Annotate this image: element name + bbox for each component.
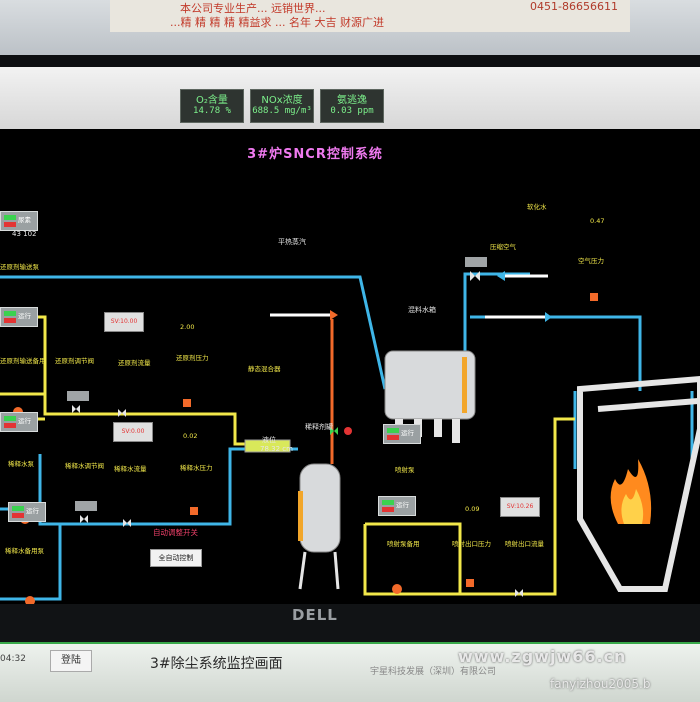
label-sprayer-pump: 喷射泵 [395, 466, 415, 474]
monitor-screen: O₂含量 14.78 % NOx浓度 688.5 mg/m³ 氨逃逸 0.03 … [0, 67, 700, 604]
label-level-val: 78.32 cm [260, 445, 293, 453]
label-dilution-pressure: 稀释水压力 [180, 464, 213, 472]
pump-box-spray[interactable]: 运行 [383, 424, 421, 444]
poster-line-1: 本公司专业生产... 远销世界... [180, 2, 326, 15]
pump-box-concentrate-text: 运行 [18, 312, 31, 320]
auto-switch-label: 自动调整开关 [153, 528, 198, 537]
run-indicator-icon [387, 428, 399, 433]
pump-box-spray-standby-text: 运行 [396, 501, 409, 509]
pump-box-spray-text: 运行 [401, 429, 414, 437]
label-spray-pressure-val: 0.09 [465, 505, 480, 513]
sv-dilution-valve[interactable]: SV:0.00 [113, 422, 153, 442]
pump-box-dilution[interactable]: 运行 [0, 412, 38, 432]
pump-box-dilution-text: 运行 [18, 417, 31, 425]
label-pump-top-val: 43 102 [12, 230, 37, 238]
label-static-mixer: 静态混合器 [248, 365, 281, 373]
auto-control-button[interactable]: 全自动控制 [150, 549, 202, 567]
air-arrow-icon [545, 312, 552, 322]
label-mixing-tank: 混料水箱 [408, 306, 436, 314]
label-spray-pressure: 喷射出口压力 [452, 540, 491, 548]
static-mixer [244, 439, 291, 453]
readout-ammonia-value: 0.03 ppm [330, 106, 374, 116]
watermark-url: www.zgwjw66.cn [458, 647, 627, 666]
pipe-arrows-white [270, 274, 548, 319]
readout-o2-label: O₂含量 [196, 95, 228, 106]
hmi-top-bar: O₂含量 14.78 % NOx浓度 688.5 mg/m³ 氨逃逸 0.03 … [0, 67, 700, 129]
label-dilution-standby: 稀释水备用泵 [5, 547, 44, 555]
sv-spray-valve[interactable]: SV:10.26 [500, 497, 540, 517]
label-concentrate-pressure: 还原剂压力 [176, 354, 209, 362]
run-indicator-icon [4, 215, 16, 220]
run-indicator-icon [12, 506, 24, 511]
label-air-pressure: 空气压力 [578, 257, 604, 265]
readout-o2: O₂含量 14.78 % [180, 89, 244, 123]
label-dilution-flow: 稀释水流量 [114, 465, 147, 473]
pump-box-concentrate[interactable]: 运行 [0, 307, 38, 327]
label-air-pressure-val: 0.47 [590, 217, 605, 225]
pump-box-dilution-standby[interactable]: 运行 [8, 502, 46, 522]
label-diluent-tank: 稀释剂罐 [305, 423, 333, 431]
readout-nox-value: 688.5 mg/m³ [252, 106, 312, 116]
steam-arrow-icon [330, 310, 338, 320]
label-dilution-pressure-val: 0.02 [183, 432, 198, 440]
readout-nox: NOx浓度 688.5 mg/m³ [250, 89, 314, 123]
label-superheated-steam: 平热蒸汽 [278, 238, 306, 246]
window-title: 3#除尘系统监控画面 [150, 656, 283, 672]
pump-box-urea-text: 尿素 [18, 216, 31, 224]
stop-indicator-icon [387, 435, 399, 440]
label-spray-standby: 喷射泵备用 [387, 540, 420, 548]
valve-icons [5, 257, 598, 604]
run-indicator-icon [4, 416, 16, 421]
pump-box-urea[interactable]: 尿素 [0, 211, 38, 231]
stop-indicator-icon [382, 507, 394, 512]
run-indicator-icon [4, 311, 16, 316]
watermark-user: fanyizhou2005.b [550, 677, 651, 691]
boiler-furnace [577, 375, 700, 592]
poster-phone: 0451-86656611 [530, 0, 618, 13]
label-dilution-water: 软化水 [527, 203, 547, 211]
label-compressed-air: 压缩空气 [490, 243, 516, 251]
readout-o2-value: 14.78 % [193, 106, 231, 116]
poster-line-2: ...精 精 精 精 精益求 ... 名年 大吉 财源广进 [170, 16, 384, 29]
label-level: 液位 [262, 436, 276, 444]
clock-display: 04:32 [0, 654, 26, 664]
monitor-bezel-bottom [0, 604, 700, 642]
login-button[interactable]: 登陆 [50, 650, 92, 672]
diluent-tank [298, 463, 341, 590]
readout-ammonia-label: 氨逃逸 [337, 95, 367, 106]
process-diagram [0, 257, 700, 604]
label-spray-flow: 喷射出口流量 [505, 540, 544, 548]
label-concentrate-pressure-val: 2.00 [180, 323, 195, 331]
monitor-bezel-top [0, 55, 700, 67]
wall-poster: 本公司专业生产... 远销世界... ...精 精 精 精 精益求 ... 名年… [110, 0, 630, 32]
pump-box-dilution-standby-text: 运行 [26, 507, 39, 515]
label-concentrate-pump: 还原剂输送泵 [0, 263, 39, 271]
stop-indicator-icon [4, 318, 16, 323]
stop-indicator-icon [12, 513, 24, 518]
label-concentrate-valve: 还原剂调节阀 [55, 357, 94, 365]
sv-concentrate-valve[interactable]: SV:10.00 [104, 312, 144, 332]
readout-nox-label: NOx浓度 [261, 95, 303, 106]
water-arrow-icon [497, 271, 505, 281]
hmi-bottom-bar [0, 642, 700, 702]
readout-ammonia: 氨逃逸 0.03 ppm [320, 89, 384, 123]
company-name: 宇星科技发展（深圳）有限公司 [370, 667, 497, 677]
stop-indicator-icon [4, 222, 16, 227]
label-dilution-valve: 稀释水调节阀 [65, 462, 104, 470]
dell-logo: DELL [292, 606, 338, 624]
pump-box-spray-standby[interactable]: 运行 [378, 496, 416, 516]
stop-indicator-icon [4, 423, 16, 428]
label-concentrate-standby: 还原剂输送备用 [0, 357, 46, 365]
screen-title: 3#炉SNCR控制系统 [247, 147, 383, 162]
run-indicator-icon [382, 500, 394, 505]
label-concentrate-flow: 还原剂流量 [118, 359, 151, 367]
label-dilution-pump: 稀释水泵 [8, 460, 34, 468]
